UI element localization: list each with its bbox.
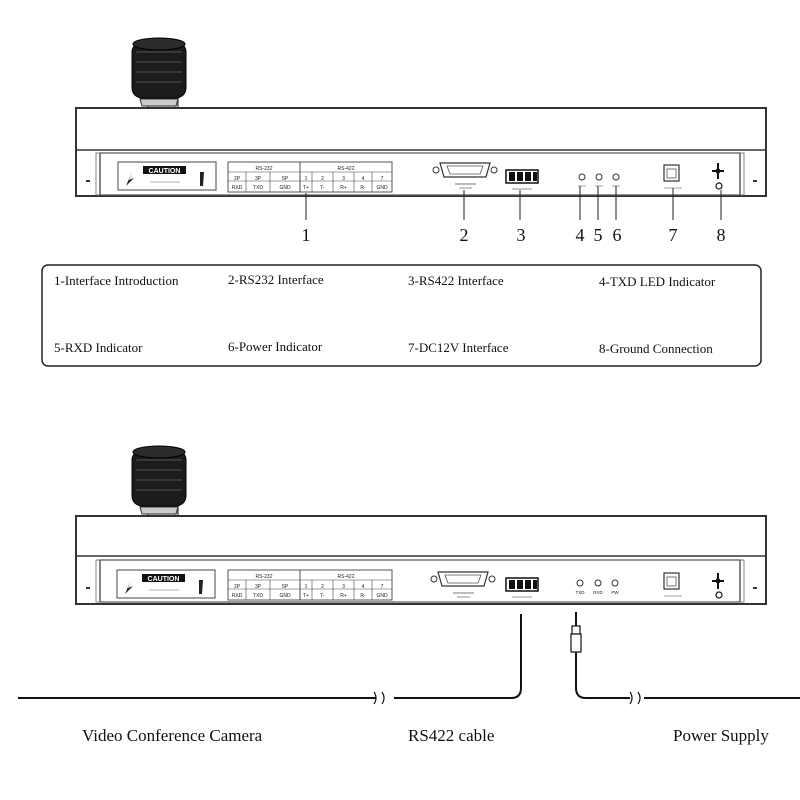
- legend-item: 3-RS422 Interface: [408, 273, 504, 288]
- rs232-header: RS-232: [256, 166, 273, 172]
- legend-item: 7-DC12V Interface: [408, 340, 509, 355]
- caution-label: CAUTION: [148, 576, 180, 583]
- rs422-header: RS-422: [338, 166, 355, 172]
- callout-number: 2: [460, 225, 469, 245]
- signal-name: TXD: [253, 593, 263, 599]
- led-label: PW: [611, 590, 619, 595]
- joystick-icon: [131, 445, 187, 517]
- signal-name: GND: [279, 185, 291, 191]
- callout-number: 3: [517, 225, 526, 245]
- db9-connector: [432, 162, 498, 189]
- connection-cables: [18, 612, 800, 705]
- legend-item: 8-Ground Connection: [599, 341, 713, 356]
- caution-label: CAUTION: [149, 168, 181, 175]
- rxd-led-icon: [595, 173, 603, 181]
- signal-name: R+: [340, 593, 347, 599]
- signal-name: T-: [320, 593, 325, 599]
- legend-item: 6-Power Indicator: [228, 339, 323, 354]
- pin-number: 3: [342, 176, 345, 182]
- power-cable: [575, 660, 630, 699]
- pin-number: 3P: [255, 176, 262, 182]
- dc12v-jack: [663, 572, 682, 597]
- legend-item: 4-TXD LED Indicator: [599, 274, 716, 289]
- pin-number: 4: [362, 584, 365, 590]
- pin-number: 3P: [255, 584, 262, 590]
- warning-icon: [200, 172, 204, 186]
- joystick-icon: [131, 37, 187, 109]
- power-supply-label: Power Supply: [673, 726, 769, 745]
- pin-number: 2P: [234, 176, 241, 182]
- power-plug-icon: [570, 612, 582, 660]
- caution-plate: CAUTION: [117, 161, 217, 191]
- signal-name: R+: [340, 185, 347, 191]
- pin-number: 1: [305, 176, 308, 182]
- rs422-terminal-block: [505, 169, 539, 190]
- callout-number: 5: [594, 225, 603, 245]
- pin-number: 4: [362, 176, 365, 182]
- pin-number: 1: [305, 584, 308, 590]
- led-label: TXD: [576, 590, 586, 595]
- rs422-terminal-block: [505, 577, 539, 598]
- legend-item: 2-RS232 Interface: [228, 272, 324, 287]
- signal-name: R-: [360, 593, 366, 599]
- caution-plate: CAUTION: [116, 569, 216, 599]
- cable-break-icon: [629, 691, 641, 705]
- ground-connection-icon: [712, 573, 724, 599]
- rs422-cable-label: RS422 cable: [408, 726, 494, 745]
- db9-connector: [430, 571, 496, 598]
- callout-number: 1: [302, 225, 311, 245]
- signal-name: GND: [376, 593, 388, 599]
- warning-icon: [126, 172, 134, 186]
- power-led-icon: [612, 173, 620, 181]
- led-indicators: [578, 173, 620, 187]
- pin-number: 3: [342, 584, 345, 590]
- callout-number: 4: [576, 225, 585, 245]
- signal-name: T-: [320, 185, 325, 191]
- led-label: RXD: [593, 590, 603, 595]
- camera-label: Video Conference Camera: [82, 726, 263, 745]
- rs422-cable: [394, 614, 522, 699]
- cable-break-icon: [373, 691, 385, 705]
- callout-number: 8: [717, 225, 726, 245]
- signal-name: GND: [279, 593, 291, 599]
- rxd-led-icon: [594, 579, 602, 587]
- signal-name: T+: [303, 593, 309, 599]
- signal-name: R-: [360, 185, 366, 191]
- txd-led-icon: [576, 579, 584, 587]
- pin-number: 7: [381, 584, 384, 590]
- callout-leaders: [305, 186, 722, 220]
- rs232-header: RS-232: [256, 574, 273, 580]
- signal-name: T+: [303, 185, 309, 191]
- signal-name: GND: [376, 185, 388, 191]
- led-indicators: TXD RXD PW: [576, 579, 619, 595]
- warning-icon: [199, 580, 203, 594]
- pin-number: 2P: [234, 584, 241, 590]
- rs422-header: RS-422: [338, 574, 355, 580]
- pin-number: 7: [381, 176, 384, 182]
- pin-number: 2: [321, 176, 324, 182]
- signal-name: TXD: [253, 185, 263, 191]
- legend-box: 1-Interface Introduction 2-RS232 Interfa…: [41, 264, 762, 367]
- pin-number: 2: [321, 584, 324, 590]
- signal-name: RXD: [232, 185, 243, 191]
- power-led-icon: [611, 579, 619, 587]
- callout-numbers: 1 2 3 4 5 6 7 8: [302, 225, 726, 245]
- legend-item: 1-Interface Introduction: [54, 273, 179, 288]
- pin-number: 5P: [282, 584, 289, 590]
- callout-number: 6: [613, 225, 622, 245]
- txd-led-icon: [578, 173, 586, 181]
- warning-icon: [125, 580, 133, 594]
- pin-number: 5P: [282, 176, 289, 182]
- ground-connection-icon: [712, 163, 724, 190]
- callout-number: 7: [669, 225, 678, 245]
- signal-name: RXD: [232, 593, 243, 599]
- legend-item: 5-RXD Indicator: [54, 340, 143, 355]
- connection-labels: Video Conference Camera RS422 cable Powe…: [82, 726, 769, 745]
